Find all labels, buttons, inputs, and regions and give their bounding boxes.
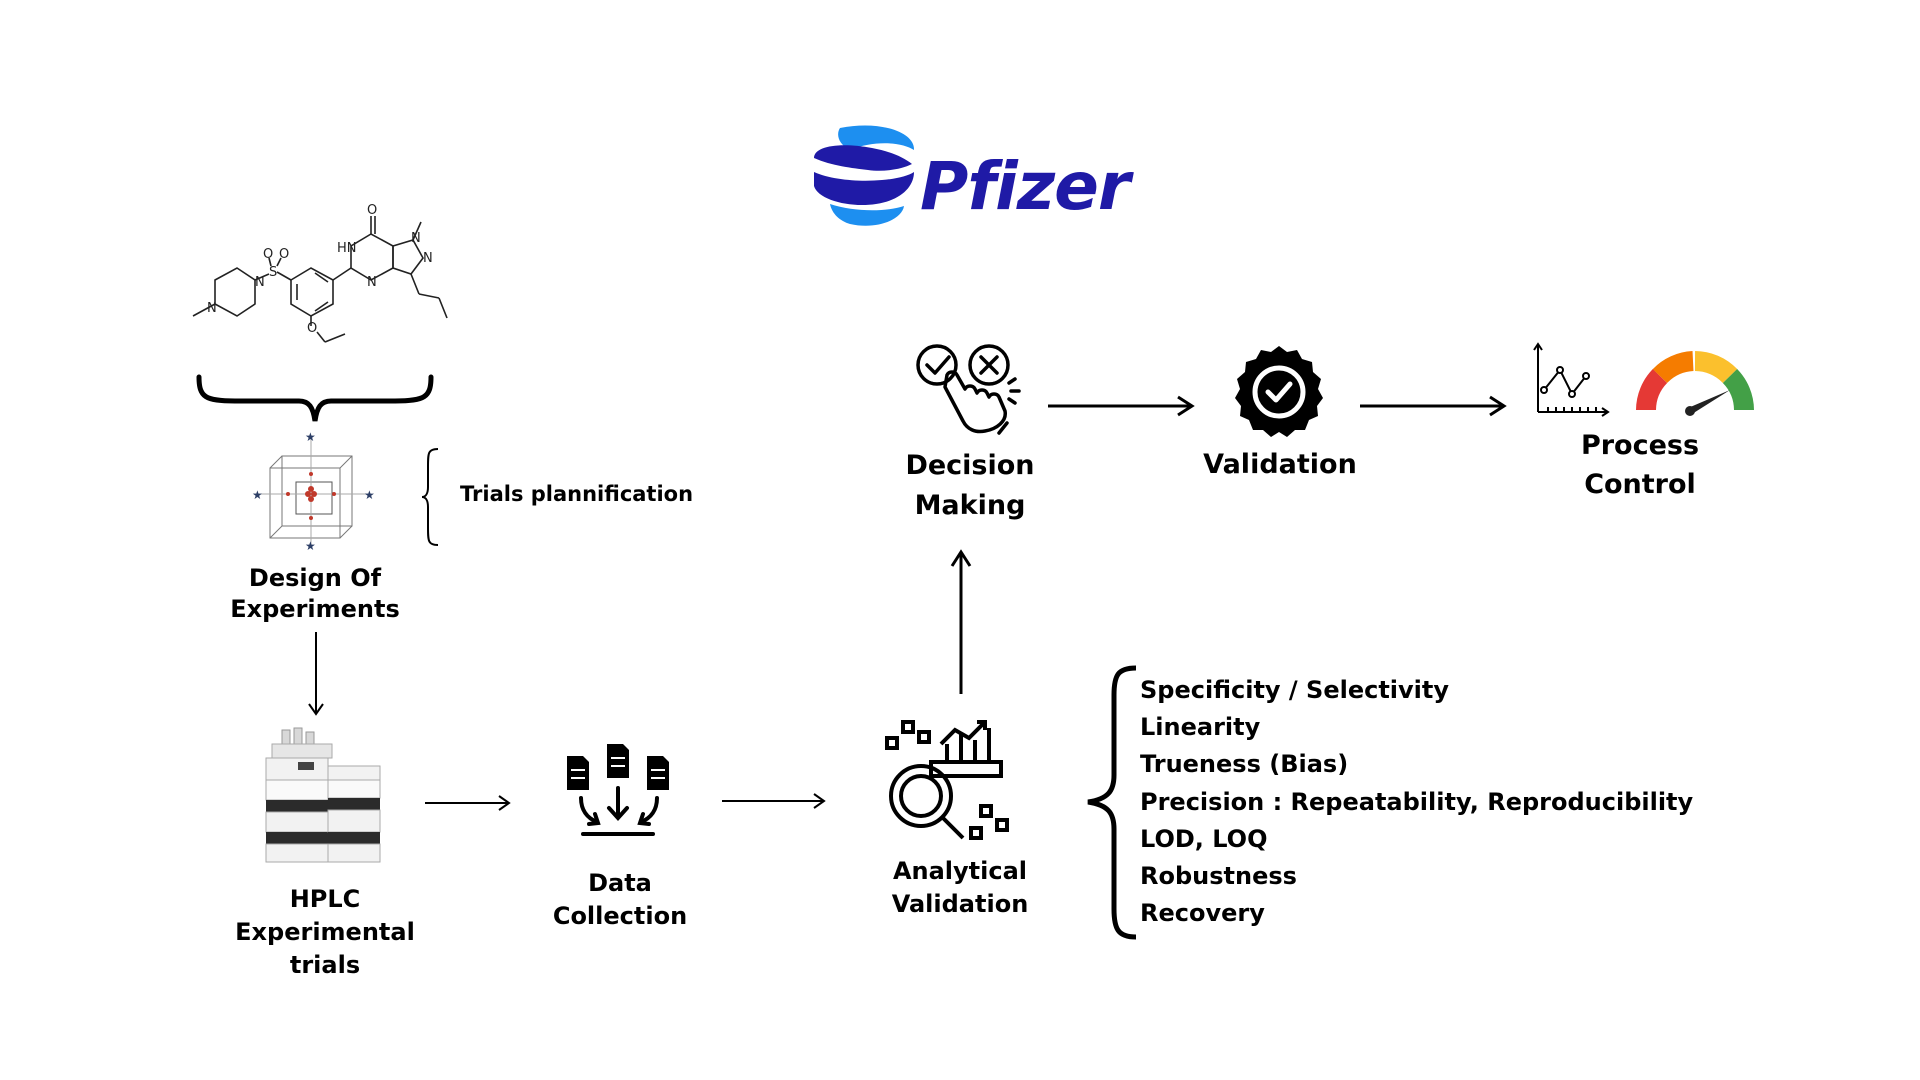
process-control-label-line-1: Process bbox=[1580, 430, 1700, 461]
vertical-brace bbox=[421, 448, 439, 546]
atom-o-ether: O bbox=[307, 321, 317, 336]
validation-label: Validation bbox=[1180, 448, 1380, 483]
doe-label-line-2: Experiments bbox=[230, 594, 400, 623]
criteria-item: Recovery bbox=[1140, 899, 1265, 928]
atom-o-sulfonyl-1: O bbox=[263, 247, 273, 262]
criteria-item: Linearity bbox=[1140, 713, 1261, 742]
arrow-hplc-to-data bbox=[425, 795, 511, 811]
trials-plannification-note: Trials plannification bbox=[460, 482, 694, 506]
arrow-decision-to-validation bbox=[1048, 395, 1195, 417]
svg-text:★: ★ bbox=[252, 488, 263, 502]
atom-n-methyl: N bbox=[411, 231, 421, 246]
arrow-validation-to-process bbox=[1360, 395, 1507, 417]
decision-hand-icon bbox=[916, 344, 1021, 435]
doe-label: Design Of Experiments bbox=[215, 563, 415, 624]
speedometer-gauge-icon bbox=[1636, 351, 1754, 416]
pfizer-logo-mark-icon bbox=[814, 125, 915, 226]
atom-n-pyrazole: N bbox=[423, 251, 433, 266]
pfizer-logo: Pfizer bbox=[810, 120, 1130, 240]
analytical-validation-label: Analytical Validation bbox=[870, 855, 1050, 921]
analytical-validation-label-line-2: Validation bbox=[891, 890, 1029, 919]
atom-o-sulfonyl-2: O bbox=[279, 247, 289, 262]
horizontal-brace bbox=[196, 374, 434, 422]
validation-label-line-1: Validation bbox=[1203, 449, 1357, 480]
svg-text:★: ★ bbox=[305, 430, 316, 444]
criteria-item: Precision : Repeatability, Reproducibili… bbox=[1140, 787, 1694, 816]
hplc-label-line-3: trials bbox=[289, 951, 361, 980]
svg-text:★: ★ bbox=[364, 488, 375, 502]
hplc-instrument-icon bbox=[265, 727, 381, 863]
verified-badge-icon bbox=[1235, 346, 1323, 437]
sildenafil-molecule-diagram: O HN N N N O S O N N O bbox=[192, 203, 448, 343]
svg-text:★: ★ bbox=[305, 539, 316, 553]
data-collection-label-line-1: Data bbox=[588, 869, 652, 897]
magnifier-analytics-icon bbox=[885, 720, 1009, 840]
doe-cube-diagram-icon: ★ ★ ★ ★ bbox=[252, 430, 375, 553]
atom-n-piperazine-1: N bbox=[255, 275, 265, 290]
doe-label-line-1: Design Of bbox=[248, 564, 382, 592]
process-control-label-line-2: Control bbox=[1584, 468, 1696, 500]
atom-s: S bbox=[269, 265, 277, 280]
process-control-label: Process Control bbox=[1540, 427, 1740, 505]
data-collection-label-line-2: Collection bbox=[552, 902, 688, 931]
decision-making-label: Decision Making bbox=[880, 446, 1060, 525]
decision-making-label-line-1: Decision bbox=[905, 450, 1035, 481]
hplc-label: HPLC Experimental trials bbox=[220, 883, 430, 982]
decision-making-label-line-2: Making bbox=[914, 489, 1026, 521]
atom-n-pyrimidine: N bbox=[367, 275, 377, 290]
arrow-analytical-to-decision bbox=[950, 549, 972, 694]
criteria-item: LOD, LOQ bbox=[1140, 824, 1268, 853]
document-collection-icon bbox=[567, 744, 669, 836]
hplc-label-line-1: HPLC bbox=[289, 885, 361, 913]
criteria-item: Robustness bbox=[1140, 862, 1297, 891]
atom-hn: HN bbox=[337, 241, 357, 256]
line-chart-icon bbox=[1533, 342, 1610, 417]
data-collection-label: Data Collection bbox=[530, 867, 710, 933]
pfizer-wordmark: Pfizer bbox=[920, 148, 1130, 225]
arrow-data-to-analytical bbox=[722, 793, 826, 809]
atom-n-piperazine-2: N bbox=[207, 301, 217, 316]
arrow-doe-to-hplc bbox=[308, 632, 324, 716]
criteria-item: Specificity / Selectivity bbox=[1140, 676, 1450, 704]
criteria-brace bbox=[1087, 665, 1137, 940]
hplc-label-line-2: Experimental bbox=[235, 918, 415, 947]
criteria-item: Trueness (Bias) bbox=[1140, 750, 1349, 779]
analytical-validation-label-line-1: Analytical bbox=[892, 857, 1028, 885]
validation-criteria-list: Specificity / Selectivity Linearity True… bbox=[1140, 672, 1693, 932]
atom-carbonyl-o: O bbox=[367, 203, 377, 218]
